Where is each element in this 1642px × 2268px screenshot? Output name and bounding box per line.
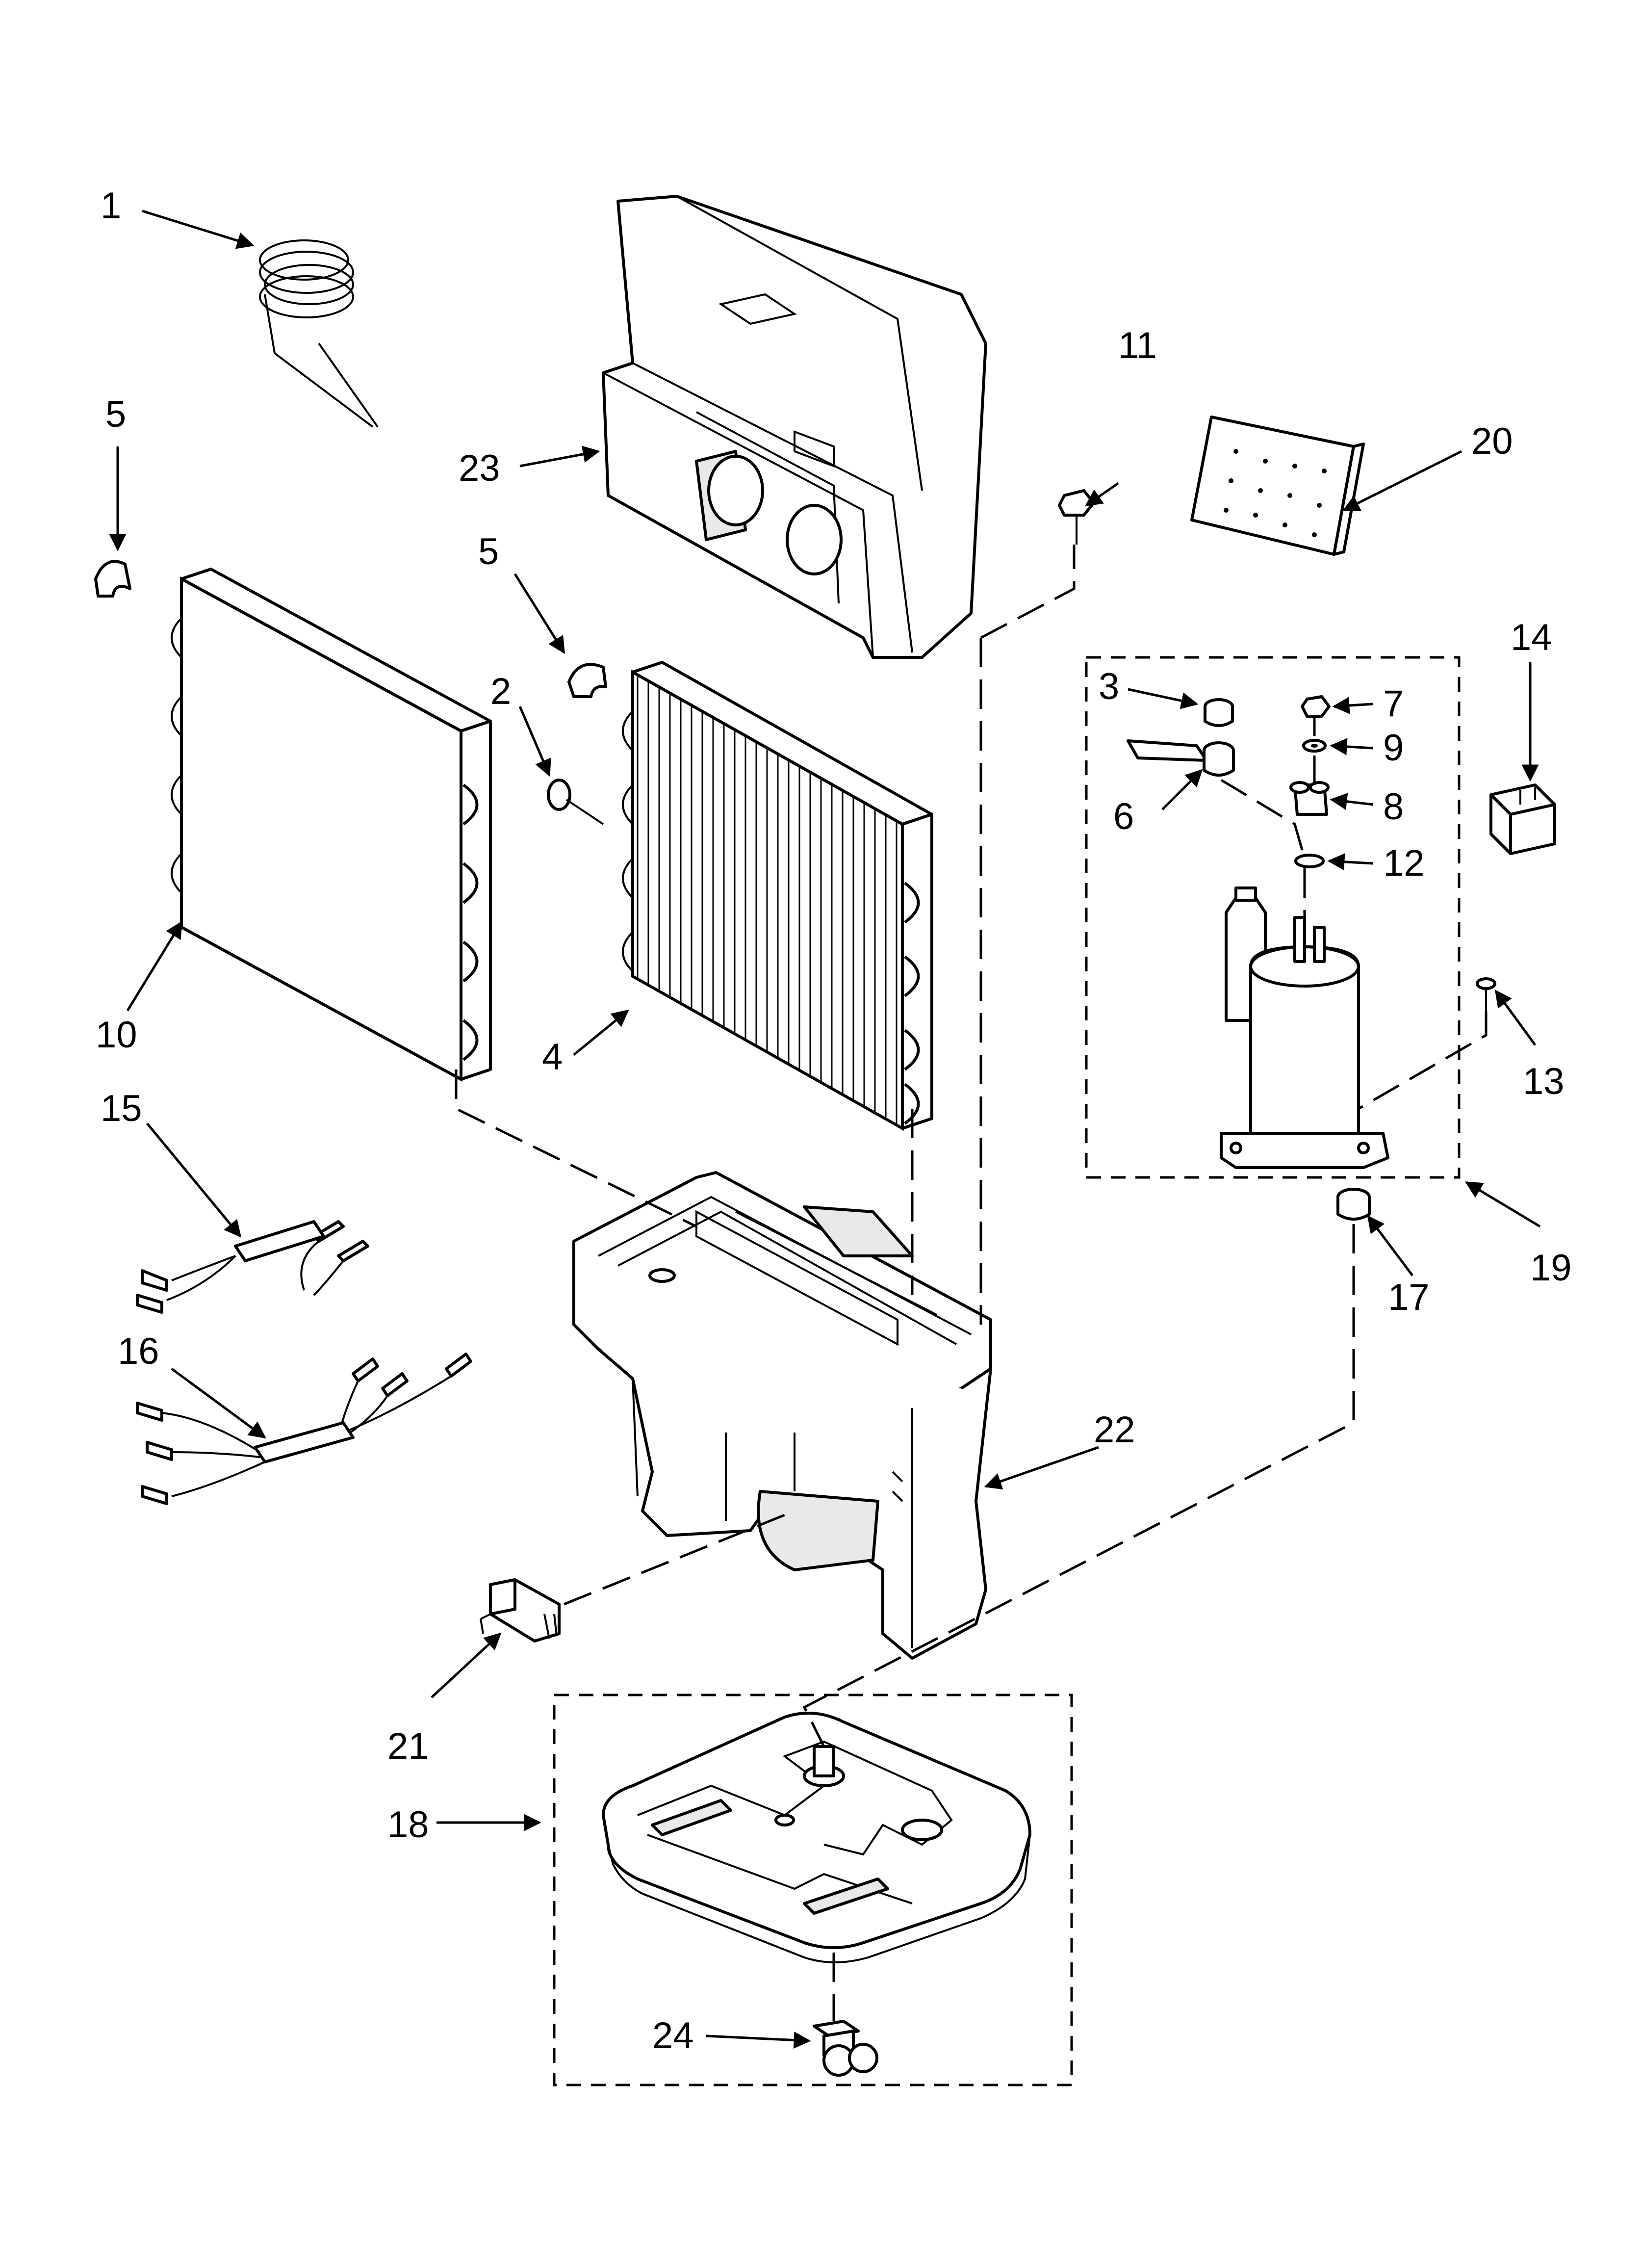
callout-3: 3: [1099, 666, 1119, 707]
callout-10: 10: [96, 1014, 137, 1056]
callout-12: 12: [1383, 842, 1425, 884]
callout-19: 19: [1530, 1247, 1572, 1289]
terminal-cover-part-8: [1289, 781, 1330, 816]
callouts: 1 2 3 4 5 5 6 7 8 9 10 11 12 13 14 15 16…: [96, 185, 1572, 2057]
callout-6: 6: [1113, 796, 1134, 837]
grommet-part-3: [1204, 698, 1234, 727]
screw-part-13: [1476, 977, 1496, 1011]
base-tray-part: [602, 1712, 1031, 1963]
overload-part-6: [1127, 739, 1235, 777]
callout-16: 16: [118, 1330, 159, 1372]
assembly-lines: [455, 545, 1488, 2021]
leader-arrows: [109, 209, 1541, 2049]
callout-5-left: 5: [105, 393, 126, 435]
condenser-coil-part: [171, 568, 492, 1082]
relay-part-14: [1489, 783, 1556, 855]
nut-part-7: [1301, 695, 1331, 718]
wire-harness-part-15: [136, 1220, 369, 1314]
compressor-assembly-box: [1085, 656, 1461, 1179]
callout-17: 17: [1388, 1277, 1430, 1318]
wire-harness-part-16: [136, 1353, 472, 1505]
washer-part-9: [1302, 739, 1327, 753]
callout-9: 9: [1383, 727, 1404, 769]
callout-14: 14: [1511, 617, 1552, 658]
evaporator-coil-part: [622, 661, 933, 1131]
callout-22: 22: [1094, 1409, 1135, 1451]
compressor-part: [1220, 886, 1389, 1169]
callout-4: 4: [542, 1036, 563, 1078]
base-tray-assembly-box: [553, 1694, 1073, 2086]
tube-clip-center-part: [567, 663, 607, 698]
callout-18: 18: [387, 1804, 429, 1846]
clip-part-12: [1294, 854, 1325, 868]
callout-7: 7: [1383, 683, 1404, 725]
callout-20: 20: [1471, 420, 1513, 462]
switch-part-21: [480, 1578, 561, 1642]
capillary-tube-part: [259, 182, 379, 428]
callout-13: 13: [1523, 1061, 1565, 1102]
callout-8: 8: [1383, 786, 1404, 828]
callout-11: 11: [1118, 325, 1157, 366]
top-housing-part: [602, 195, 987, 659]
callout-5-center: 5: [478, 531, 499, 573]
callout-2: 2: [490, 671, 511, 712]
callout-21: 21: [387, 1725, 429, 1767]
filter-panel-part: [1190, 416, 1365, 556]
tube-clip-left-part: [94, 560, 131, 598]
callout-23: 23: [459, 447, 500, 489]
screw-part-11: [1058, 489, 1095, 545]
callout-1: 1: [101, 185, 121, 227]
caster-wheel-part-24: [813, 2020, 878, 2077]
screw-part-2: [547, 779, 604, 825]
callout-15: 15: [101, 1088, 142, 1129]
grommet-part-17: [1336, 1188, 1371, 1221]
base-housing-part: [572, 1171, 992, 1660]
callout-24: 24: [652, 2015, 694, 2057]
